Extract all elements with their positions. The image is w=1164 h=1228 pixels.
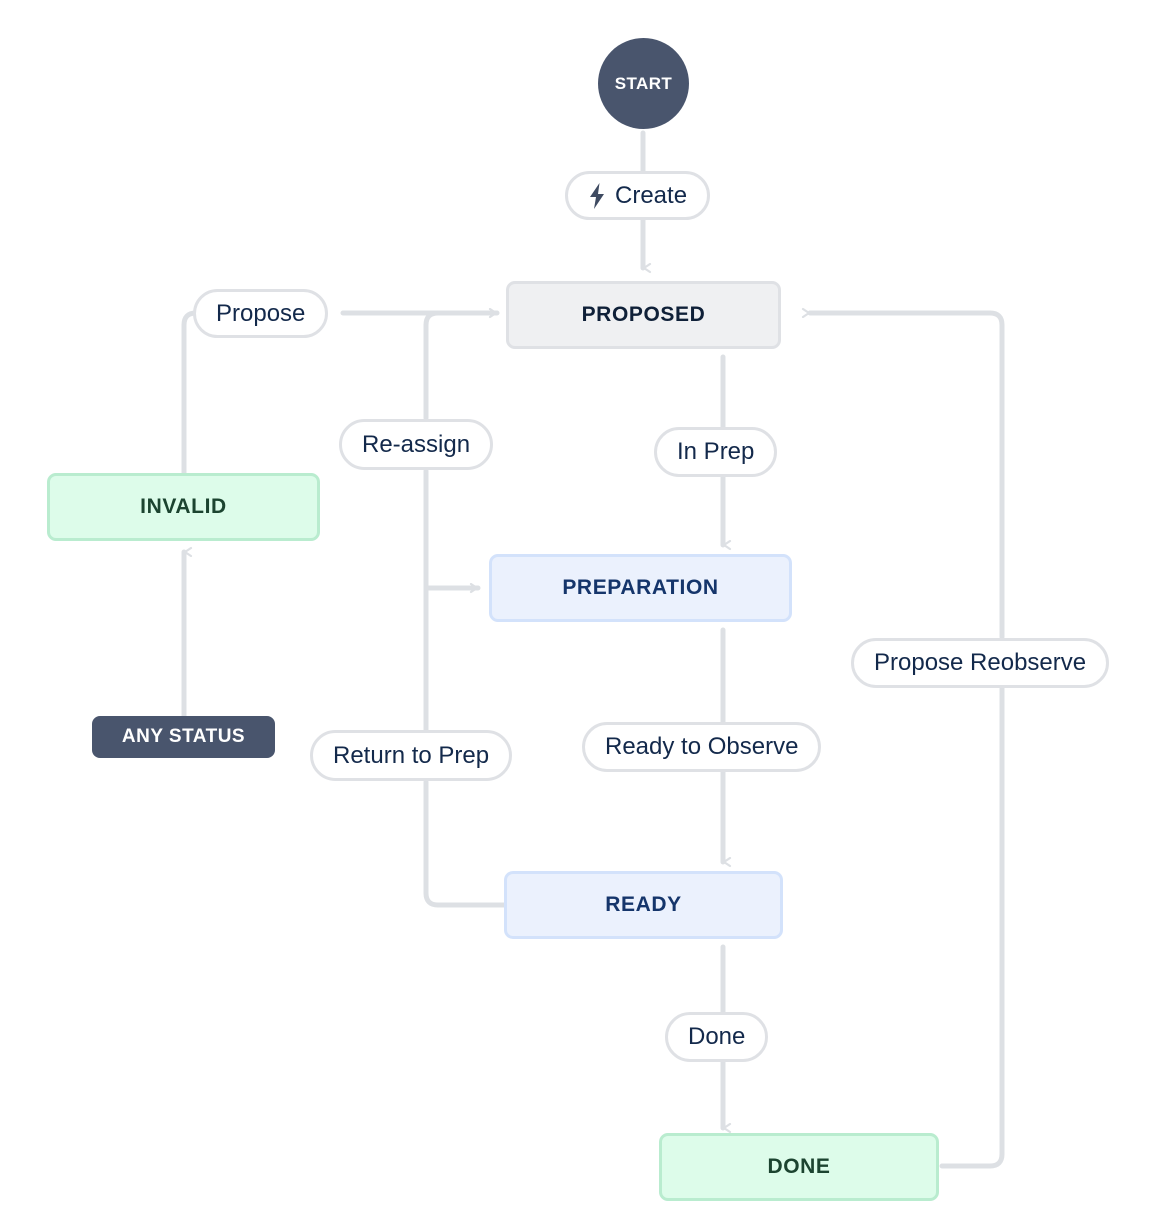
node-any-status[interactable]: ANY STATUS: [92, 716, 275, 758]
node-done[interactable]: DONE: [659, 1133, 939, 1201]
edge-reobserve-pill-to-proposed: [810, 313, 1005, 640]
transition-reassign-label: Re-assign: [362, 430, 471, 458]
transition-return-to-prep-label: Return to Prep: [333, 741, 490, 769]
transition-create[interactable]: Create: [565, 171, 711, 220]
transition-propose-reobserve[interactable]: Propose Reobserve: [851, 638, 1110, 688]
node-preparation-label: PREPARATION: [562, 576, 719, 599]
transition-propose-label: Propose: [216, 299, 306, 327]
node-ready-label: READY: [605, 893, 682, 916]
edge-reassign-pill-to-top-rail: [423, 310, 473, 421]
node-proposed-label: PROPOSED: [581, 303, 706, 326]
node-any-status-label: ANY STATUS: [121, 726, 246, 747]
transition-in-prep-label: In Prep: [677, 438, 755, 465]
node-invalid-label: INVALID: [140, 495, 227, 518]
transition-done[interactable]: Done: [665, 1012, 769, 1062]
transition-reassign[interactable]: Re-assign: [339, 419, 494, 470]
transition-done-label: Done: [688, 1023, 746, 1050]
node-done-label: DONE: [767, 1155, 831, 1178]
node-invalid[interactable]: INVALID: [47, 473, 320, 541]
transition-propose-reobserve-label: Propose Reobserve: [874, 649, 1087, 676]
node-start[interactable]: START: [598, 38, 689, 129]
node-preparation[interactable]: PREPARATION: [489, 554, 792, 622]
transition-create-label: Create: [615, 181, 688, 209]
transition-propose[interactable]: Propose: [193, 289, 329, 338]
transition-in-prep[interactable]: In Prep: [654, 427, 778, 477]
lightning-bolt-icon: [588, 182, 606, 209]
transition-ready-to-observe-label: Ready to Observe: [605, 733, 799, 760]
transition-ready-to-observe[interactable]: Ready to Observe: [582, 722, 822, 772]
node-ready[interactable]: READY: [504, 871, 783, 939]
node-start-label: START: [614, 73, 673, 93]
edge-done-to-reobserve-pill: [939, 685, 1005, 1169]
transition-return-to-prep[interactable]: Return to Prep: [310, 730, 513, 781]
edge-ready-to-return-prep-pill: [423, 779, 507, 908]
edge-invalid-to-propose-pill: [181, 310, 199, 476]
node-proposed[interactable]: PROPOSED: [506, 281, 781, 349]
